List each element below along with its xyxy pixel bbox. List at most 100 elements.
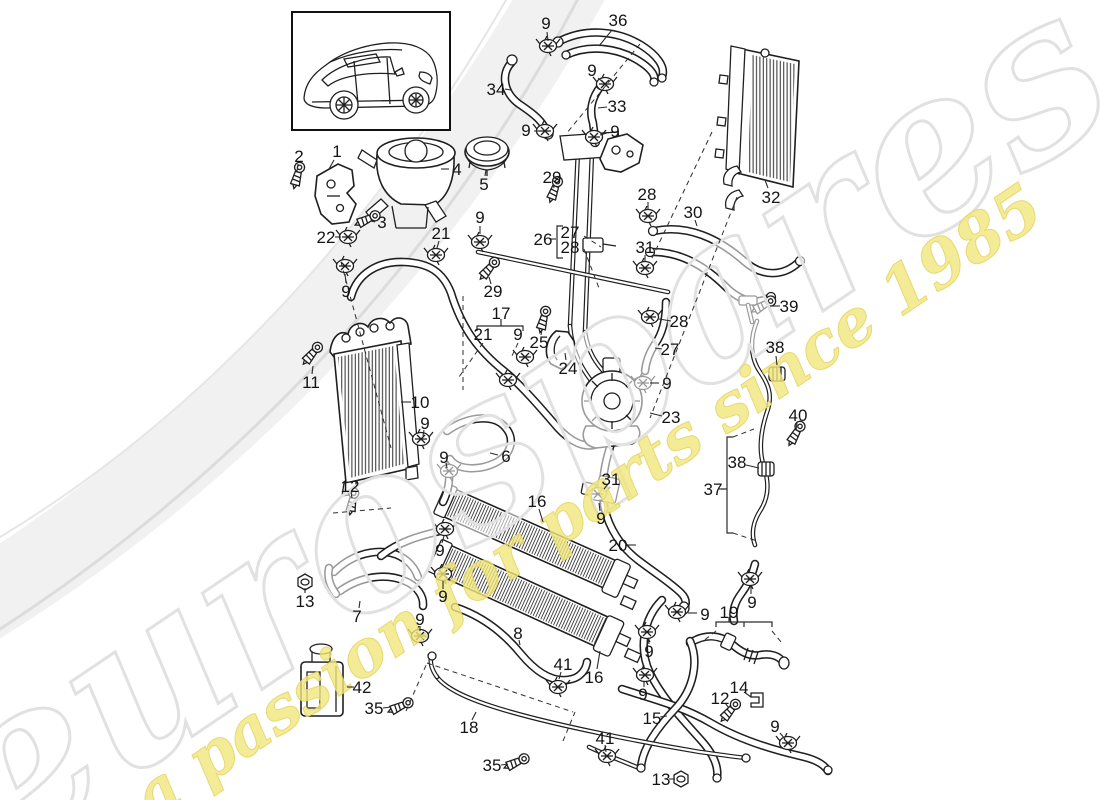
- clamp-icon: [634, 621, 660, 643]
- part-number-label: 38: [766, 338, 785, 357]
- grommet-icon: [757, 461, 775, 477]
- leader-line: [745, 464, 760, 469]
- part-number-label: 2: [294, 147, 303, 166]
- part-number-label: 9: [638, 685, 647, 704]
- part-number-label: 9: [521, 121, 530, 140]
- leader-line: [552, 183, 555, 189]
- part-number-label: 9: [587, 61, 596, 80]
- mounting-bracket: [314, 163, 357, 225]
- coolant-bottle: [300, 643, 344, 717]
- part-number-label: 25: [530, 333, 549, 352]
- part-number-label: 12: [341, 477, 360, 496]
- leader-line: [445, 462, 448, 469]
- leader-line: [382, 706, 392, 709]
- part-number-label: 23: [662, 408, 681, 427]
- leader-line: [597, 106, 608, 109]
- leader-line: [350, 491, 353, 499]
- part-number-label: 21: [474, 325, 493, 344]
- leader-line: [743, 691, 752, 698]
- leader-line: [518, 639, 521, 646]
- part-number-label: 10: [411, 393, 430, 412]
- part-number-label: 9: [770, 717, 779, 736]
- leader-line: [311, 365, 314, 375]
- leader-line: [441, 535, 445, 544]
- leader-line: [596, 650, 601, 670]
- leader-line: [694, 219, 698, 227]
- part-number-label: 36: [609, 11, 628, 30]
- expansion-tank: [357, 137, 456, 229]
- leader-line: [540, 328, 543, 336]
- label-bracket: [726, 436, 733, 534]
- leader-line: [436, 240, 440, 249]
- part-number-label: 9: [747, 593, 756, 612]
- screw-icon: [501, 751, 532, 774]
- part-number-label: 19: [720, 603, 739, 622]
- water-pipe-assembly: [559, 131, 644, 392]
- part-number-label: 13: [652, 770, 671, 789]
- leader-line: [558, 671, 562, 680]
- part-number-label: 6: [501, 447, 510, 466]
- part-number-label: 21: [432, 224, 451, 243]
- part-number-label: 1: [332, 142, 341, 161]
- part-number-label: 18: [460, 718, 479, 737]
- leader-line: [471, 711, 477, 721]
- metal-pipes: [428, 295, 773, 771]
- leader-line: [328, 159, 335, 170]
- part-number-label: 35: [483, 756, 502, 775]
- leader-line: [659, 715, 668, 718]
- part-number-label: 20: [609, 536, 628, 555]
- leader-line: [296, 163, 299, 172]
- leader-line: [795, 422, 798, 431]
- part-number-label: 31: [636, 238, 655, 257]
- part-number-label: 29: [543, 168, 562, 187]
- electric-water-pump: [581, 357, 648, 449]
- part-number-label: 9: [420, 414, 429, 433]
- part-number-label: 27: [661, 340, 680, 359]
- leader-line: [775, 355, 778, 366]
- diagram-artwork: [288, 11, 833, 788]
- part-number-label: 9: [475, 208, 484, 227]
- construction-line: [649, 196, 738, 419]
- nut-icon: [673, 770, 689, 788]
- construction-line: [701, 630, 717, 643]
- part-number-label: 34: [487, 80, 506, 99]
- part-number-label: 28: [670, 312, 689, 331]
- part-number-label: 30: [684, 203, 703, 222]
- part-number-label: 37: [704, 480, 723, 499]
- part-number-label: 27: [561, 223, 580, 242]
- part-number-label: 24: [559, 359, 578, 378]
- leader-line: [649, 412, 663, 417]
- part-number-label: 22: [317, 228, 336, 247]
- leader-line: [764, 179, 769, 189]
- part-number-label: 29: [484, 282, 503, 301]
- part-number-label: 5: [479, 175, 488, 194]
- leader-line: [599, 132, 608, 136]
- leader-line: [488, 276, 492, 285]
- part-number-label: 35: [365, 699, 384, 718]
- construction-line: [565, 43, 641, 135]
- label-bracket: [556, 225, 563, 259]
- part-number-label: 8: [513, 624, 522, 643]
- part-number-label: 39: [780, 297, 799, 316]
- part-number-label: 7: [352, 607, 361, 626]
- part-number-label: 17: [492, 304, 511, 323]
- part-number-label: 32: [762, 188, 781, 207]
- leader-line: [647, 637, 650, 645]
- leader-line: [504, 88, 512, 91]
- part-number-label: 33: [608, 97, 627, 116]
- part-number-label: 9: [513, 325, 522, 344]
- leader-line: [603, 483, 609, 490]
- part-number-label: 9: [435, 541, 444, 560]
- label-bracket: [476, 325, 524, 331]
- radiator-stubs: [619, 595, 642, 664]
- clamp-icon: [467, 231, 493, 253]
- leader-line: [538, 508, 544, 523]
- part-number-label: 11: [302, 373, 320, 392]
- part-number-label: 41: [596, 729, 615, 748]
- part-number-label: 40: [789, 406, 808, 425]
- filler-cap: [464, 136, 510, 176]
- leader-line: [779, 732, 786, 740]
- construction-line: [583, 248, 600, 289]
- leader-line: [344, 273, 347, 284]
